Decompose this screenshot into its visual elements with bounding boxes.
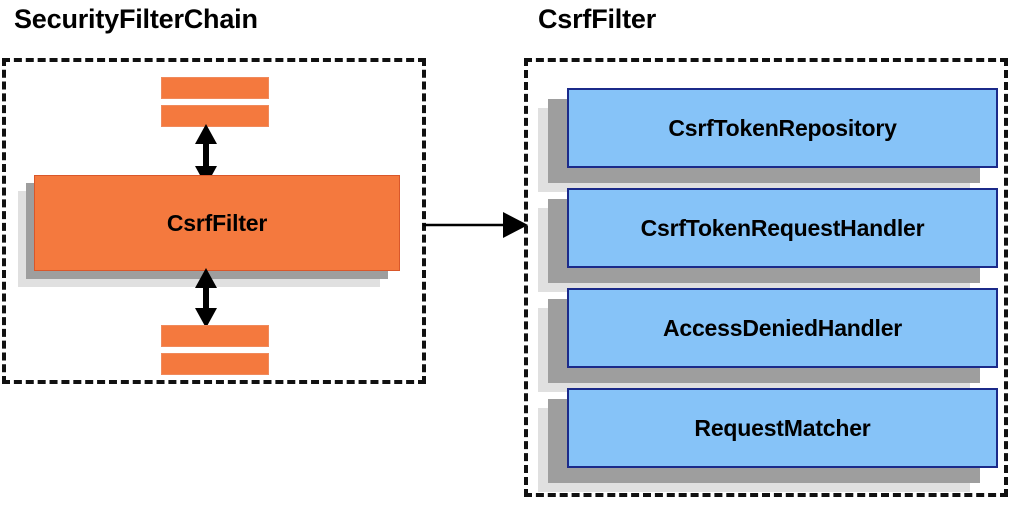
component-face: RequestMatcher: [567, 388, 998, 468]
component-label: CsrfTokenRequestHandler: [640, 214, 925, 241]
component-label: AccessDeniedHandler: [662, 314, 903, 341]
component-face: CsrfTokenRepository: [567, 88, 998, 168]
csrf-filter-box[interactable]: CsrfFilter: [18, 175, 400, 293]
component-box-csrf-token-request-handler[interactable]: CsrfTokenRequestHandler: [538, 188, 998, 292]
filter-chain-stub-top-2: [161, 105, 269, 127]
component-label: RequestMatcher: [694, 414, 871, 441]
component-face: CsrfTokenRequestHandler: [567, 188, 998, 268]
csrf-filter-label: CsrfFilter: [166, 209, 268, 236]
page-title-security-filter-chain: SecurityFilterChain: [14, 4, 258, 34]
csrf-filter-panel: [524, 58, 1008, 497]
connector-arrow-to-csrffilter: [423, 212, 528, 238]
filter-chain-stub-bottom-2: [161, 353, 269, 375]
bidirectional-arrow-bottom: [195, 268, 217, 328]
component-label: CsrfTokenRepository: [668, 114, 897, 141]
security-filter-chain-panel: [2, 58, 426, 384]
component-face: AccessDeniedHandler: [567, 288, 998, 368]
page-title-csrf-filter: CsrfFilter: [538, 4, 657, 34]
filter-chain-stub-bottom-1: [161, 325, 269, 347]
csrf-filter-face: CsrfFilter: [34, 175, 400, 271]
component-box-request-matcher[interactable]: RequestMatcher: [538, 388, 998, 492]
filter-chain-stub-top-1: [161, 77, 269, 99]
component-box-access-denied-handler[interactable]: AccessDeniedHandler: [538, 288, 998, 392]
component-box-csrf-token-repository[interactable]: CsrfTokenRepository: [538, 88, 998, 192]
